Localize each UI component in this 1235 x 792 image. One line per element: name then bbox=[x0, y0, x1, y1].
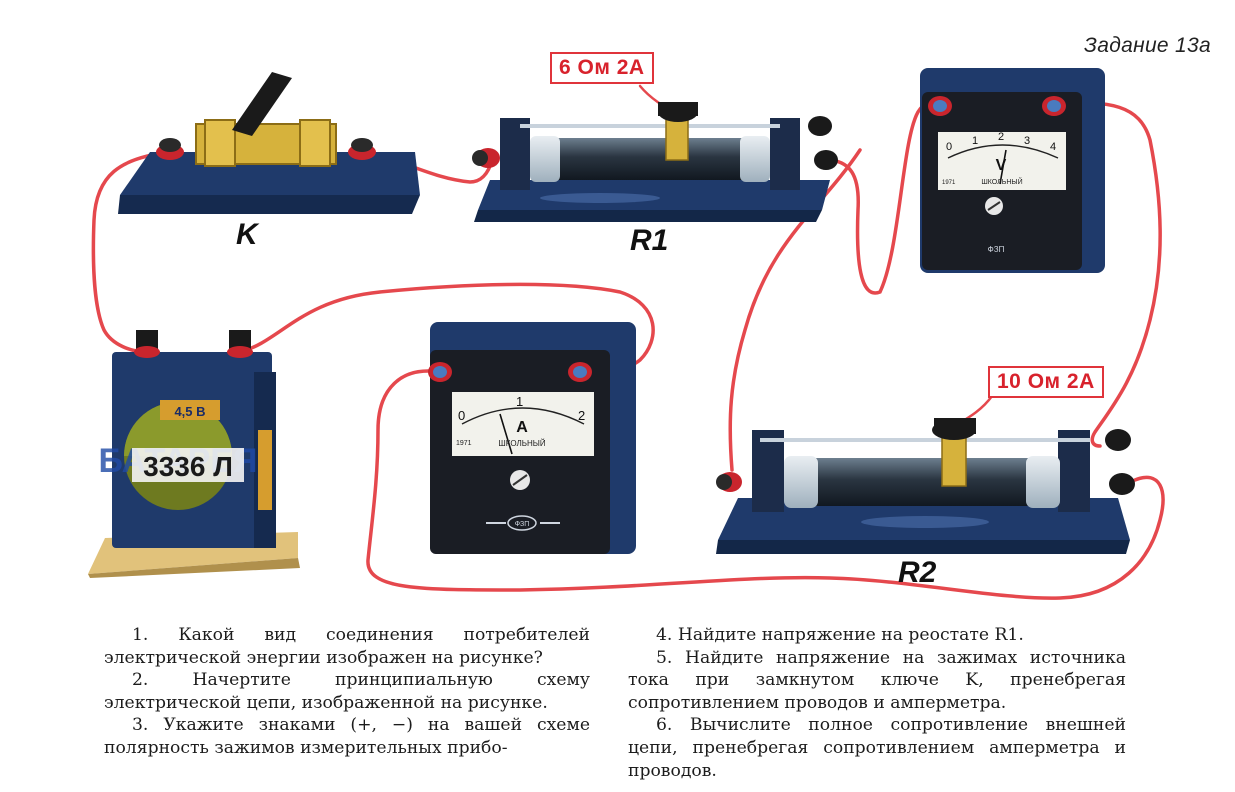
ammeter-tick: 1 bbox=[516, 394, 523, 409]
task-title: Задание 13а bbox=[1084, 34, 1211, 57]
switch-label: K bbox=[236, 218, 258, 251]
voltmeter-tick: 4 bbox=[1050, 141, 1056, 153]
ammeter-school: ШКОЛЬНЫЙ bbox=[498, 439, 545, 448]
connecting-wires bbox=[91, 84, 1165, 600]
voltmeter-tick: 1 bbox=[972, 135, 978, 147]
wire-voltmeter-to-r2 bbox=[1053, 101, 1162, 448]
voltmeter-tick: 3 bbox=[1024, 135, 1030, 147]
rheostat1-rating: 6 Ом 2А bbox=[550, 52, 654, 84]
questions-left-column: 1. Какой вид соединения потребителей эле… bbox=[104, 624, 590, 760]
wire-r1-to-voltmeter bbox=[824, 100, 942, 295]
voltmeter-tick: 0 bbox=[946, 141, 952, 153]
voltmeter: V 0 1 2 3 4 1971 ШКОЛЬНЫЙ ФЗП bbox=[920, 68, 1105, 273]
voltmeter-school: ШКОЛЬНЫЙ bbox=[981, 177, 1022, 186]
ammeter-year: 1971 bbox=[456, 440, 472, 447]
ammeter-tick: 2 bbox=[578, 408, 585, 423]
rheostat1-label: R1 bbox=[630, 224, 669, 257]
ammeter-tick: 0 bbox=[458, 408, 465, 423]
circuit-drawing: V 0 1 2 3 4 1971 ШКОЛЬНЫЙ ФЗП 4,5 В bbox=[88, 68, 1165, 600]
question-6: 6. Вычислите полное сопротивление внешне… bbox=[628, 715, 1126, 781]
voltmeter-scale: 0 1 2 3 4 bbox=[946, 131, 1056, 153]
question-2: 2. Начертите принципиальную схему электр… bbox=[104, 670, 590, 713]
question-1: 1. Какой вид соединения потребителей эле… bbox=[104, 625, 590, 668]
rheostat2-label: R2 bbox=[898, 556, 937, 589]
voltmeter-year: 1971 bbox=[942, 180, 956, 186]
battery-model: 3336 Л bbox=[143, 451, 233, 482]
rheostat-r1 bbox=[472, 102, 838, 222]
ammeter-maker: ФЗП bbox=[515, 521, 530, 528]
questions-right-column: 4. Найдите напряжение на реостате R1. 5.… bbox=[628, 624, 1126, 782]
battery-voltage: 4,5 В bbox=[174, 404, 205, 419]
wire-ammeter-to-r2 bbox=[366, 369, 1165, 600]
question-5: 5. Найдите напряжение на зажимах источни… bbox=[628, 647, 1126, 713]
circuit-illustration: V 0 1 2 3 4 1971 ШКОЛЬНЫЙ ФЗП 4,5 В bbox=[88, 34, 1211, 600]
rheostat-r2 bbox=[716, 418, 1135, 554]
voltmeter-maker: ФЗП bbox=[988, 245, 1005, 254]
ammeter: A 0 1 2 1971 ШКОЛЬНЫЙ ФЗП bbox=[428, 322, 636, 554]
question-3: 3. Укажите знаками (+, −) на вашей схеме… bbox=[104, 715, 590, 758]
knife-switch bbox=[118, 72, 420, 214]
ammeter-scale: 0 1 2 bbox=[458, 394, 585, 423]
rheostat2-rating: 10 Ом 2А bbox=[988, 366, 1104, 398]
question-4: 4. Найдите напряжение на реостате R1. bbox=[656, 625, 1024, 645]
wire-battery-to-ammeter bbox=[238, 282, 655, 377]
voltmeter-tick: 2 bbox=[998, 131, 1004, 143]
voltmeter-symbol: V bbox=[996, 157, 1007, 174]
wire-switch-to-battery bbox=[91, 150, 172, 354]
ammeter-symbol: A bbox=[516, 419, 528, 436]
battery: 4,5 В БАТАРЕЯ 3336 Л bbox=[88, 330, 300, 578]
